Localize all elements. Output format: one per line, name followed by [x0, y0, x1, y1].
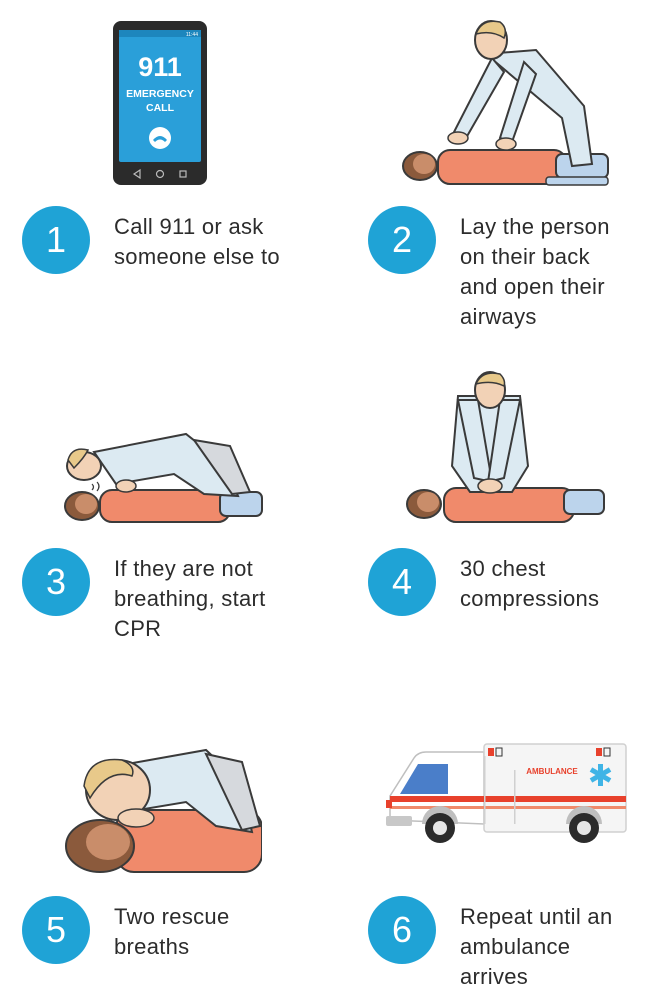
step-5-badge: 5	[22, 896, 90, 964]
step-6-text: Repeat until an ambulance arrives	[460, 904, 613, 989]
step-1-text: Call 911 or ask someone else to	[114, 214, 280, 269]
ambulance-label: AMBULANCE	[526, 767, 578, 776]
step-4-text: 30 chest compressions	[460, 556, 600, 611]
phone-number-text: 911	[138, 52, 182, 82]
open-airway-illustration	[402, 20, 609, 186]
step-4-badge: 4	[368, 548, 436, 616]
recents-icon	[179, 170, 187, 178]
step-1-badge: 1	[22, 206, 90, 274]
back-icon	[132, 168, 141, 180]
svg-text:11:44: 11:44	[186, 32, 198, 38]
phone-illustration: 11:44 911 EMERGENCY CALL	[113, 21, 207, 185]
step-3-badge: 3	[22, 548, 90, 616]
phone-emergency-text: EMERGENCY	[126, 88, 194, 100]
step-2-text: Lay the person on their back and open th…	[460, 214, 610, 329]
ambulance-illustration: AMBULANCE	[386, 743, 627, 843]
step-5-text: Two rescue breaths	[114, 904, 230, 959]
rescue-breaths-illustration	[65, 748, 262, 873]
step-6-badge: 6	[368, 896, 436, 964]
step-3-text: If they are not breathing, start CPR	[114, 556, 266, 641]
step-2-badge: 2	[368, 206, 436, 274]
chest-compressions-illustration	[406, 371, 605, 523]
phone-call-text: CALL	[146, 102, 175, 114]
star-of-life-icon	[589, 764, 612, 786]
home-icon	[155, 169, 165, 179]
check-breathing-illustration	[64, 432, 263, 523]
